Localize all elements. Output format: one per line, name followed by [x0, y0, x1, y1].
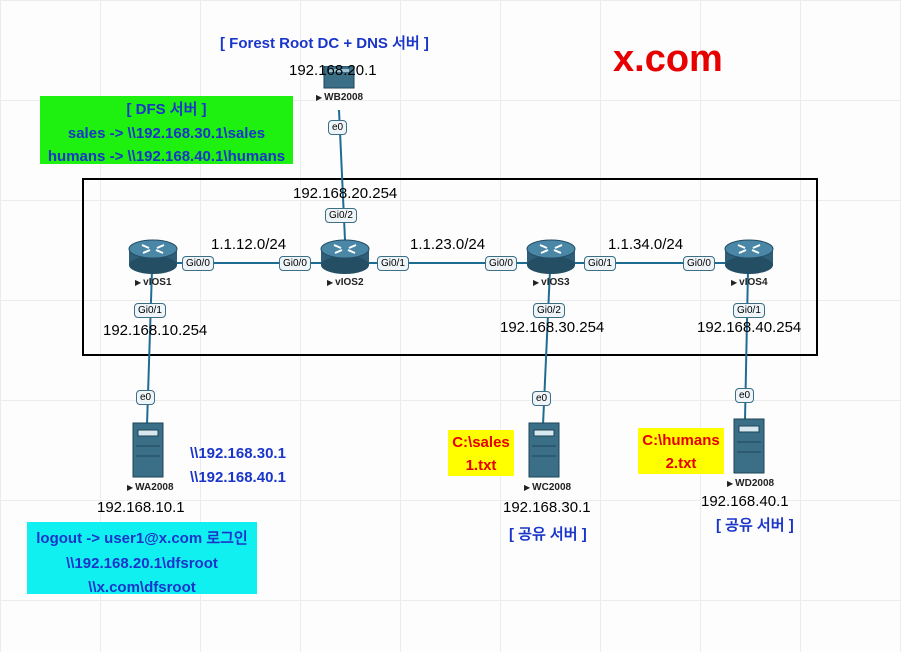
- vios2-gi02-ip: 192.168.20.254: [293, 185, 398, 202]
- humans-share-file: 2.txt: [665, 455, 697, 472]
- wc2008-e0-port[interactable]: e0: [532, 391, 552, 406]
- humans-share-path: C:\humans: [642, 432, 720, 449]
- wd2008-name: ▶WD2008: [727, 478, 775, 489]
- sales-share-file: 1.txt: [465, 457, 497, 474]
- wc2008-ip: 192.168.30.1: [503, 499, 591, 516]
- wc-share-server-label: [ 공유 서버 ]: [509, 526, 587, 543]
- forest-root-label: [ Forest Root DC + DNS 서버 ]: [220, 35, 429, 52]
- vios1-name: ▶vIOS1: [135, 277, 172, 288]
- sales-share-box: C:\sales 1.txt: [448, 430, 514, 476]
- vios2-router-icon[interactable]: [320, 239, 370, 280]
- wd2008-server-icon[interactable]: [733, 418, 765, 479]
- vios4-gi01-port[interactable]: Gi0/1: [733, 303, 765, 318]
- wd-share-server-label: [ 공유 서버 ]: [716, 517, 794, 534]
- routing-domain-frame: [82, 178, 818, 356]
- client-box-line2: \\192.168.20.1\dfsroot: [66, 555, 218, 572]
- vios1-gi01-ip: 192.168.10.254: [103, 322, 208, 339]
- network-1-1-34: 1.1.34.0/24: [608, 236, 684, 253]
- dfs-box-line1: sales -> \\192.168.30.1\sales: [67, 125, 266, 142]
- client-login-box: logout -> user1@x.com 로그인 \\192.168.20.1…: [27, 522, 257, 596]
- client-box-line1: logout -> user1@x.com 로그인: [36, 530, 248, 547]
- vios4-gi01-ip: 192.168.40.254: [697, 319, 802, 336]
- humans-share-box: C:\humans 2.txt: [638, 428, 724, 474]
- network-1-1-23: 1.1.23.0/24: [410, 236, 486, 253]
- vios4-name: ▶vIOS4: [731, 277, 768, 288]
- vios3-gi00-port[interactable]: Gi0/0: [485, 256, 517, 271]
- dfs-box-title: [ DFS 서버 ]: [126, 101, 207, 118]
- wa2008-name: ▶WA2008: [127, 482, 174, 493]
- domain-title: x.com: [613, 38, 723, 80]
- wb2008-server-icon[interactable]: [323, 65, 355, 95]
- vios3-gi01-port[interactable]: Gi0/1: [584, 256, 616, 271]
- wa-target-line1: \\192.168.30.1: [190, 445, 286, 462]
- wb2008-ip: 192.168.20.1: [289, 62, 377, 79]
- dfs-server-box: [ DFS 서버 ] sales -> \\192.168.30.1\sales…: [40, 96, 293, 165]
- vios2-gi01-port[interactable]: Gi0/1: [377, 256, 409, 271]
- network-1-1-12: 1.1.12.0/24: [211, 236, 287, 253]
- wc2008-server-icon[interactable]: [528, 422, 560, 483]
- client-box-line3: \\x.com\dfsroot: [88, 579, 196, 596]
- vios3-gi02-port[interactable]: Gi0/2: [533, 303, 565, 318]
- wa2008-e0-port[interactable]: e0: [136, 390, 156, 405]
- vios2-name: ▶vIOS2: [327, 277, 364, 288]
- vios3-router-icon[interactable]: [526, 239, 576, 280]
- vios1-gi00-port[interactable]: Gi0/0: [182, 256, 214, 271]
- vios4-gi00-port[interactable]: Gi0/0: [683, 256, 715, 271]
- wa2008-ip: 192.168.10.1: [97, 499, 185, 516]
- wa2008-server-icon[interactable]: [132, 422, 164, 483]
- sales-share-path: C:\sales: [452, 434, 510, 451]
- vios1-gi01-port[interactable]: Gi0/1: [134, 303, 166, 318]
- wb2008-name: ▶WB2008: [316, 92, 364, 103]
- wc2008-name: ▶WC2008: [524, 482, 572, 493]
- vios2-gi00-port[interactable]: Gi0/0: [279, 256, 311, 271]
- vios2-gi02-port[interactable]: Gi0/2: [325, 208, 357, 223]
- vios1-router-icon[interactable]: [128, 239, 178, 280]
- vios3-gi02-ip: 192.168.30.254: [500, 319, 605, 336]
- vios3-name: ▶vIOS3: [533, 277, 570, 288]
- wa-target-line2: \\192.168.40.1: [190, 469, 286, 486]
- dfs-box-line2: humans -> \\192.168.40.1\humans: [47, 148, 286, 165]
- wd2008-e0-port[interactable]: e0: [735, 388, 755, 403]
- wd2008-ip: 192.168.40.1: [701, 493, 789, 510]
- vios4-router-icon[interactable]: [724, 239, 774, 280]
- wb2008-e0-port[interactable]: e0: [328, 120, 348, 135]
